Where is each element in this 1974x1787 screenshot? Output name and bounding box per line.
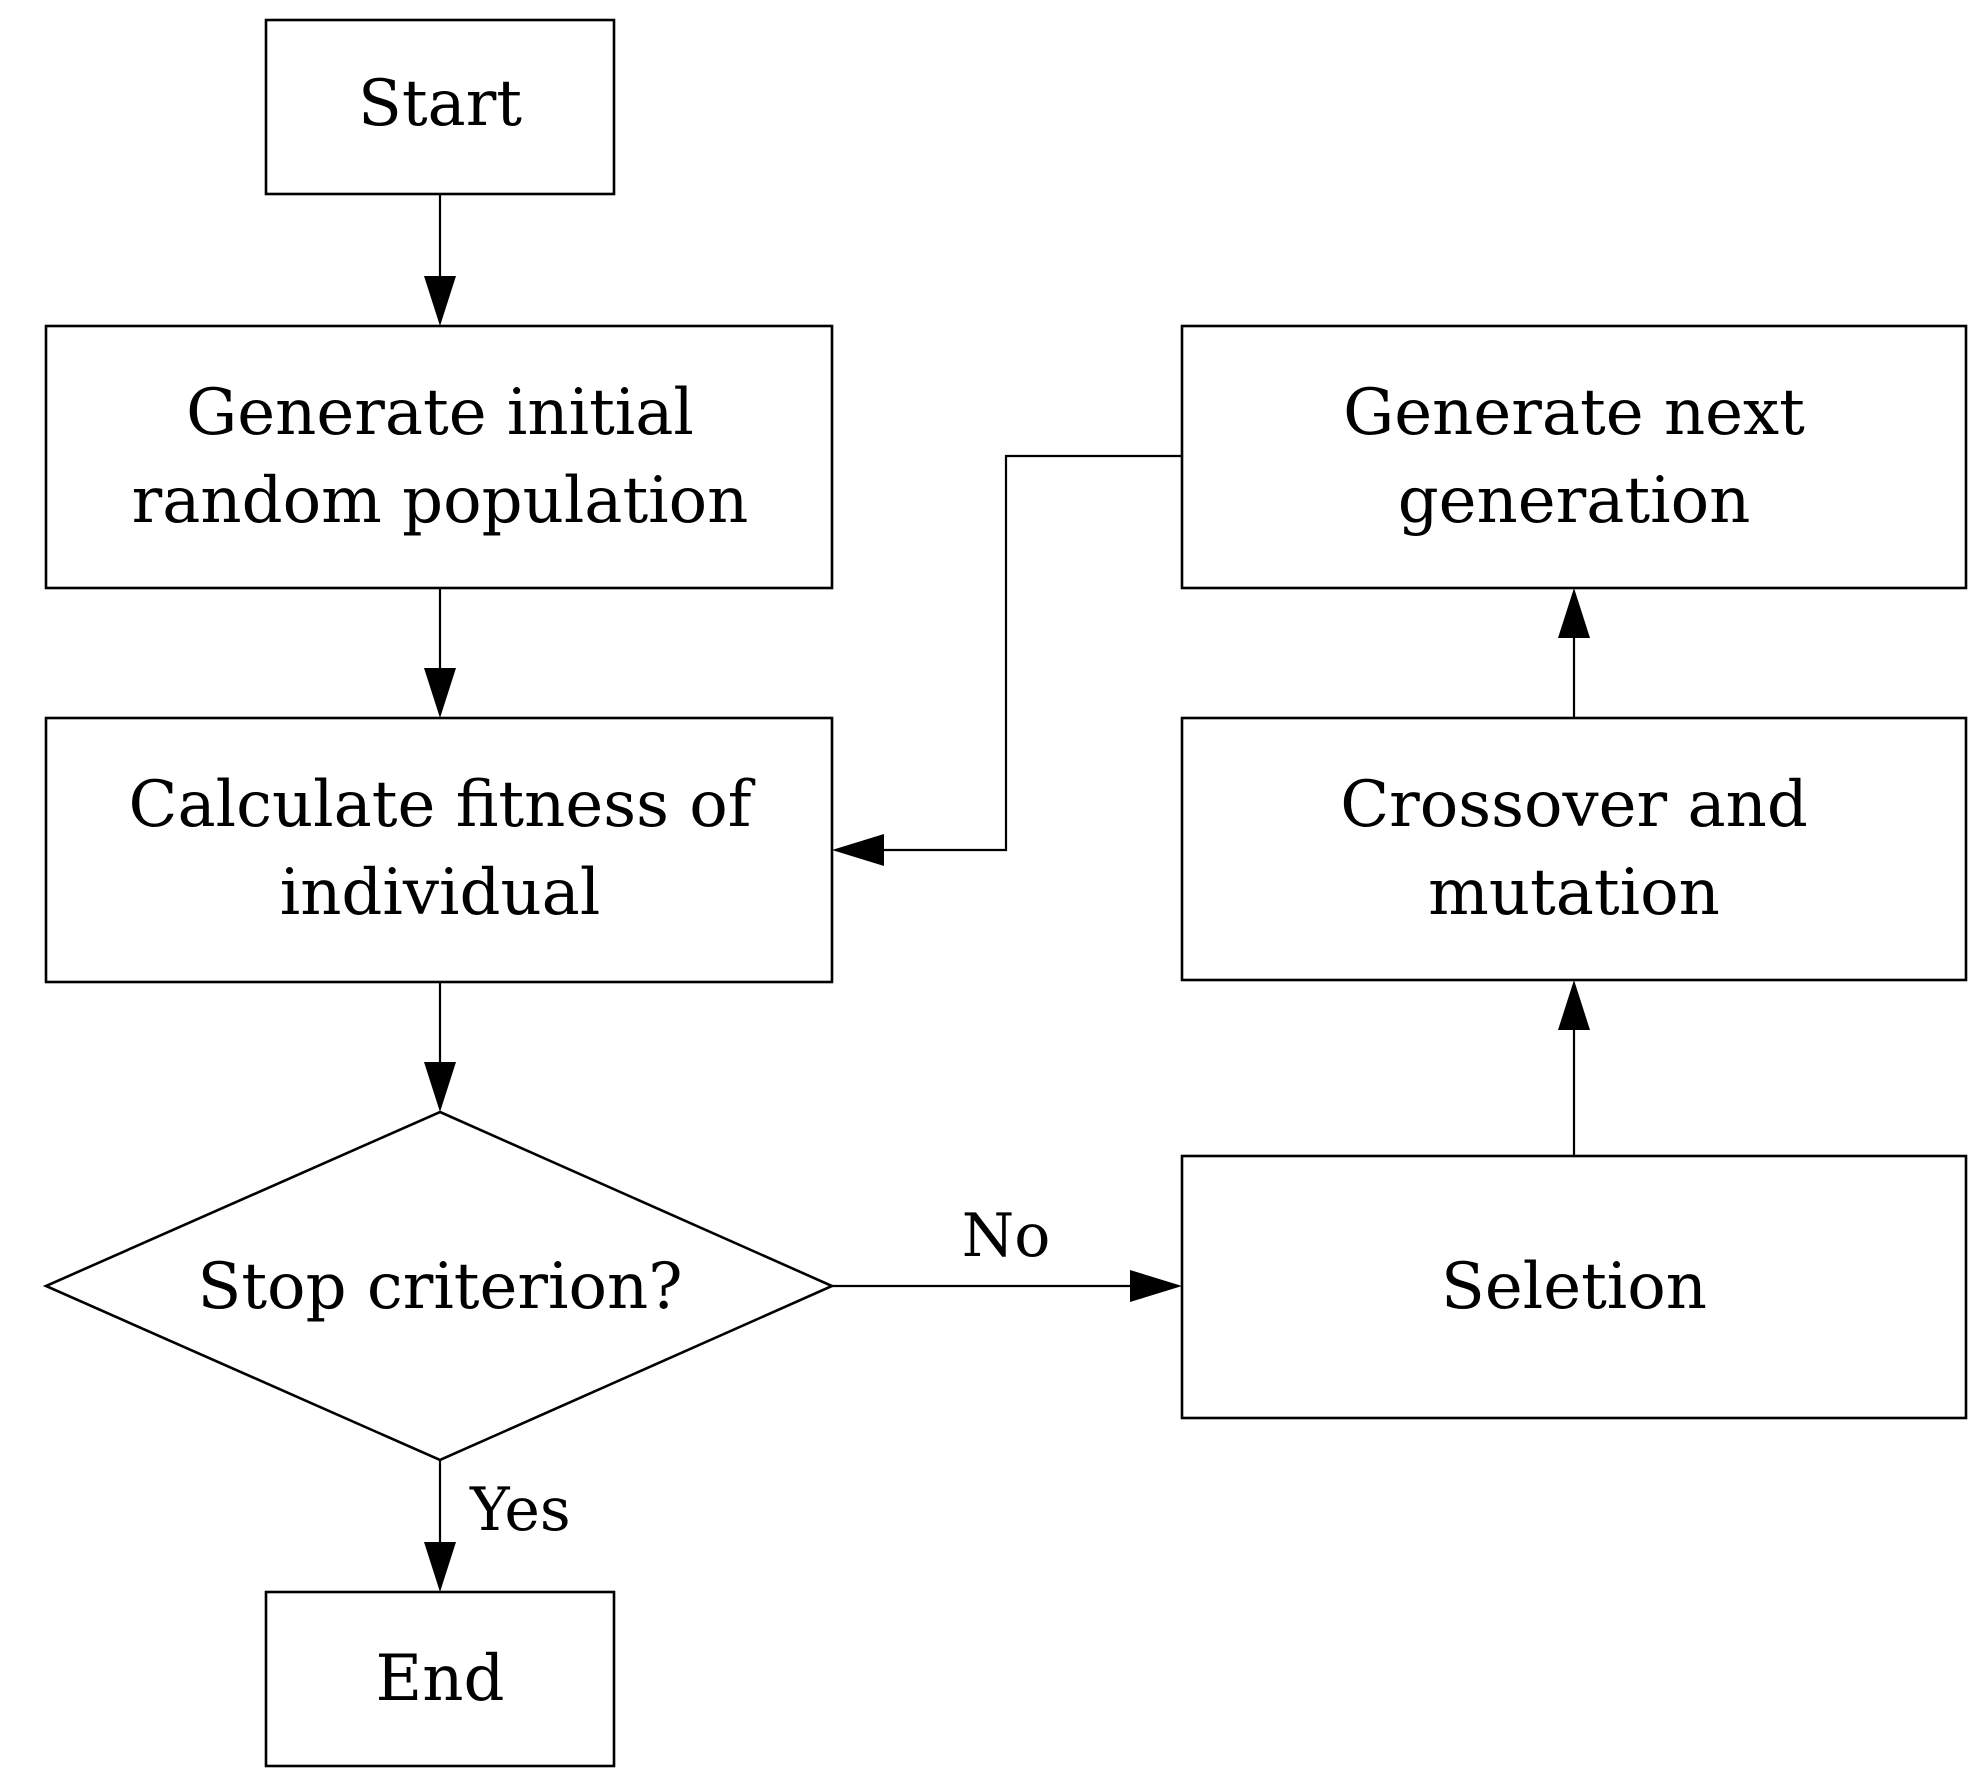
arrowhead-init-to-fitness: [424, 668, 456, 718]
edges: [424, 194, 1590, 1592]
stop-decision-node: Stop criterion?: [42, 1110, 836, 1462]
next-generation-box: [1180, 324, 1968, 590]
crossover-mutation-label-line-2: mutation: [1428, 856, 1720, 930]
stop-decision-diamond: [42, 1110, 836, 1462]
end-node: End: [264, 1590, 616, 1768]
end-box: [264, 1590, 616, 1768]
selection-node: Seletion: [1180, 1154, 1968, 1420]
fitness-label-line-2: individual: [280, 856, 601, 930]
start-box: [264, 18, 616, 196]
next-generation-node: Generate next generation: [1180, 324, 1968, 590]
edge-label-yes: Yes: [469, 1475, 571, 1545]
arrowhead-decision-to-selection: [1130, 1270, 1182, 1302]
arrowhead-crossover-to-nextgen: [1558, 588, 1590, 638]
fitness-node: Calculate fitness of individual: [44, 716, 834, 984]
crossover-mutation-box: [1180, 716, 1968, 982]
edge-label-no: No: [962, 1201, 1051, 1271]
init-population-node: Generate initial random population: [44, 324, 834, 590]
start-label: Start: [358, 67, 522, 141]
next-generation-label-line-2: generation: [1398, 464, 1751, 538]
arrowhead-start-to-init: [424, 276, 456, 326]
fitness-box: [44, 716, 834, 984]
crossover-mutation-node: Crossover and mutation: [1180, 716, 1968, 982]
selection-box: [1180, 1154, 1968, 1420]
stop-decision-label: Stop criterion?: [197, 1250, 682, 1324]
selection-label: Seletion: [1441, 1250, 1707, 1324]
arrowhead-nextgen-to-fitness: [832, 834, 884, 866]
end-label: End: [376, 1642, 505, 1716]
init-population-box: [44, 324, 834, 590]
arrowhead-fitness-to-decision: [424, 1062, 456, 1112]
crossover-mutation-label-line-1: Crossover and: [1340, 768, 1808, 842]
init-population-label-line-2: random population: [132, 464, 749, 538]
arrowhead-decision-to-end: [424, 1542, 456, 1592]
next-generation-label-line-1: Generate next: [1343, 376, 1805, 450]
init-population-label-line-1: Generate initial: [186, 376, 694, 450]
arrowhead-selection-to-crossover: [1558, 980, 1590, 1030]
edge-nextgen-to-fitness: [876, 454, 1182, 852]
start-node: Start: [264, 18, 616, 196]
fitness-label-line-1: Calculate fitness of: [129, 768, 756, 842]
